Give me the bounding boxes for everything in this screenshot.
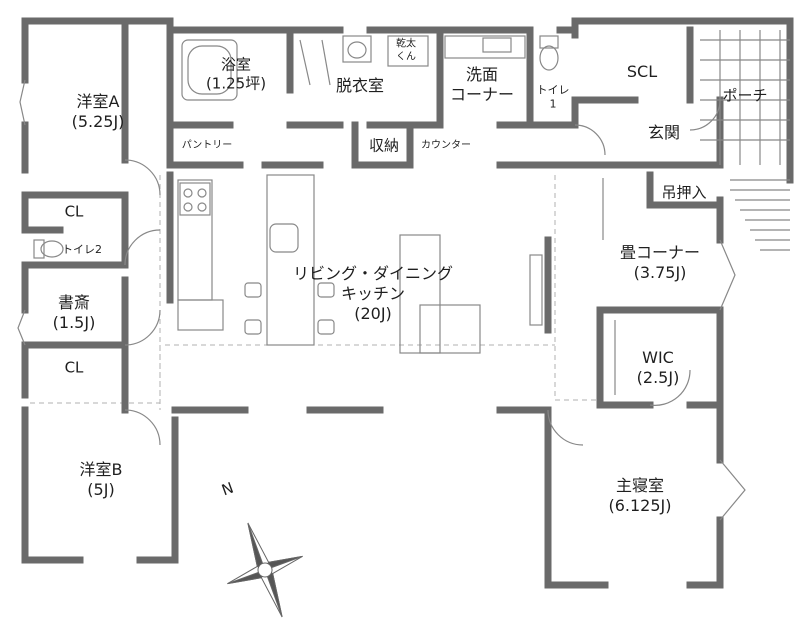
room-name: WIC <box>642 348 674 367</box>
room-tsurioshiire-label: 吊押入 <box>661 183 707 202</box>
room-name: 洋室B <box>79 460 123 479</box>
room-datsuishitsu-label: 脱衣室 <box>335 76 385 95</box>
room-kansou-label: 乾太 くん <box>396 39 416 64</box>
room-name: 洋室A <box>76 92 120 111</box>
room-ldk-label: リビング・ダイニング キッチン (20J) <box>293 264 453 324</box>
room-yokushitsu-label: 浴室 (1.25坪) <box>206 55 266 93</box>
room-size: (6.125J) <box>608 496 672 515</box>
room-name: 畳コーナー <box>619 243 701 262</box>
room-name-2: コーナー <box>449 85 515 104</box>
room-yoshitsu-b-label: 洋室B (5J) <box>80 460 123 500</box>
room-size: (1.25坪) <box>205 74 267 92</box>
room-size: (20J) <box>354 304 392 323</box>
room-name: 乾太 <box>396 38 416 50</box>
room-porch-label: ポーチ <box>722 86 768 105</box>
room-size: (1.5J) <box>52 313 96 332</box>
room-name-2: くん <box>396 51 416 62</box>
room-shosai-label: 書斎 (1.5J) <box>53 293 96 333</box>
room-counter-label: カウンター <box>421 139 471 151</box>
room-name: 書斎 <box>57 293 90 312</box>
room-yoshitsu-a-label: 洋室A (5.25J) <box>72 92 125 132</box>
room-pantry-label: パントリー <box>181 139 233 151</box>
room-size: (5.25J) <box>71 112 125 131</box>
room-toilet1-label: トイレ 1 <box>537 83 570 111</box>
room-size: (3.75J) <box>633 263 687 282</box>
room-name: 主寝室 <box>615 476 665 495</box>
room-tatami-label: 畳コーナー (3.75J) <box>620 243 700 283</box>
room-genkan-label: 玄関 <box>647 123 681 142</box>
room-size: (2.5J) <box>636 368 680 387</box>
room-shuno-label: 収納 <box>368 136 400 155</box>
room-name: 浴室 <box>220 55 252 74</box>
room-toilet2-label: トイレ2 <box>62 243 102 257</box>
room-name: 洗面 <box>465 65 499 84</box>
room-shushinshitsu-label: 主寝室 (6.125J) <box>608 476 671 516</box>
room-name-2: キッチン <box>340 284 406 303</box>
room-size: (5J) <box>87 480 115 499</box>
room-cl1-label: CL <box>64 202 84 221</box>
room-wic-label: WIC (2.5J) <box>637 348 680 388</box>
room-senmen-label: 洗面 コーナー <box>450 65 514 105</box>
room-scl-label: SCL <box>626 62 658 81</box>
room-cl2-label: CL <box>64 358 84 377</box>
room-name: トイレ <box>536 83 570 97</box>
room-name-2: 1 <box>549 97 557 110</box>
room-name: リビング・ダイニング <box>292 264 454 283</box>
